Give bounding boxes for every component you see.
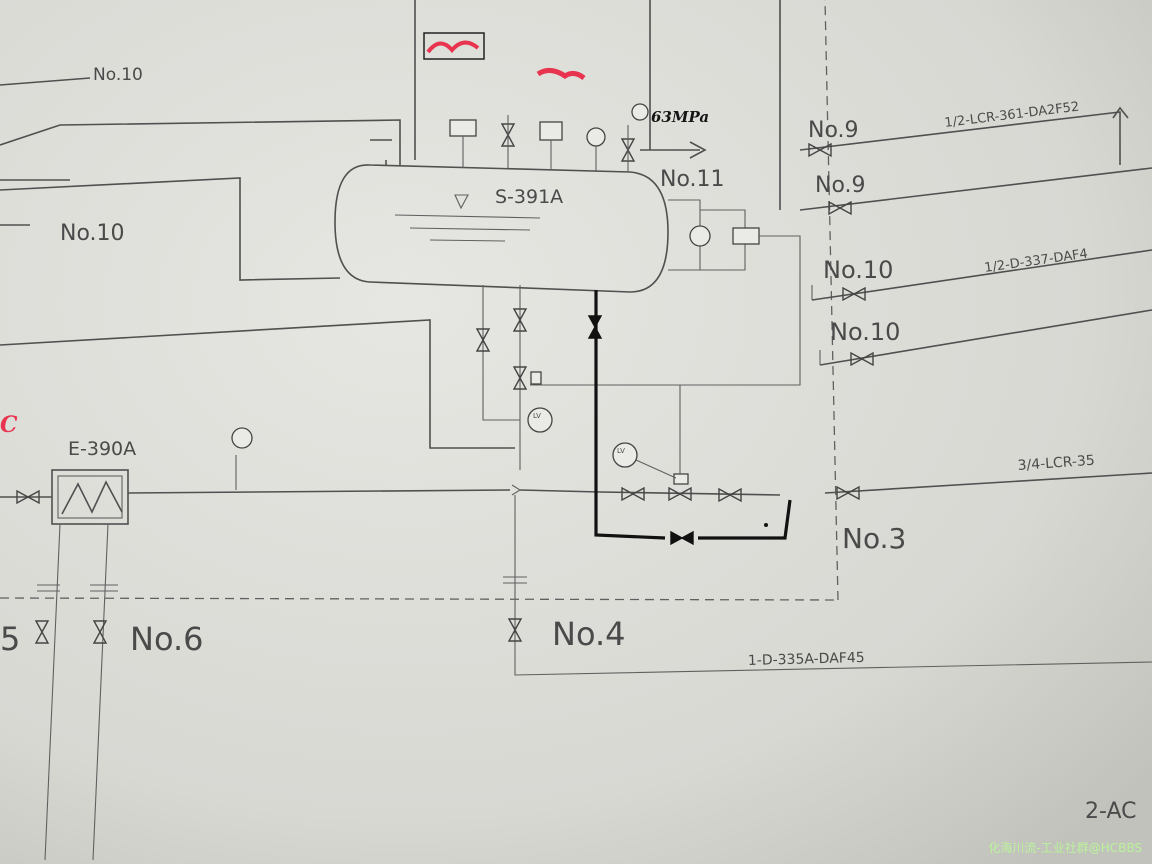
left-piping xyxy=(0,77,515,449)
connector-no3: No.3 xyxy=(842,522,906,555)
right-piping xyxy=(799,106,1152,366)
column-outline xyxy=(414,0,781,210)
printed-labels: No.10 No.10 No.11 No.9 No.9 No.10 No.10 … xyxy=(0,65,1136,824)
line-lcr-35: 3/4-LCR-35 xyxy=(1017,453,1095,474)
exchanger-label: E-390A xyxy=(68,438,136,460)
level-instrument-loop xyxy=(530,199,801,386)
control-valve-station: LV xyxy=(612,385,742,502)
red-markups: C xyxy=(0,32,586,438)
connector-no9-a: No.9 xyxy=(808,118,859,143)
watermark-text: 化海川流-工业社群@HCBBS xyxy=(988,840,1142,855)
heat-exchanger: E-390A xyxy=(35,438,136,861)
main-header-line xyxy=(0,427,1152,504)
separator-vessel: S-391A xyxy=(334,164,669,293)
dashed-boundary xyxy=(0,0,839,601)
connector-no10-b: No.10 xyxy=(830,318,900,346)
vessel-top-instruments xyxy=(385,103,649,172)
connector-no9-b: No.9 xyxy=(815,173,866,198)
connector-5: 5 xyxy=(0,620,20,658)
drain-line xyxy=(503,495,1152,676)
connector-no4: No.4 xyxy=(552,615,625,653)
vessel-bottom-piping: LV xyxy=(476,285,553,470)
lv-lower-label: LV xyxy=(617,447,625,455)
connector-no6: No.6 xyxy=(130,620,203,658)
line-d-335a: 1-D-335A-DAF45 xyxy=(748,650,865,669)
lv-upper-label: LV xyxy=(533,412,541,420)
hand-pressure-value: 63MPa xyxy=(651,108,709,126)
connector-no10-left: No.10 xyxy=(60,221,125,246)
connector-no10-top-left: No.10 xyxy=(93,65,143,85)
sheet-reference: 2-AC xyxy=(1085,799,1136,824)
separator-label: S-391A xyxy=(495,186,563,208)
connector-no10-a: No.10 xyxy=(823,256,893,284)
connector-no11: No.11 xyxy=(660,167,725,192)
red-tag-box xyxy=(423,32,485,60)
handwritten-bypass-line xyxy=(588,290,792,545)
handwritten-tags: 63MPa xyxy=(651,108,709,126)
red-tag-c: C xyxy=(0,412,18,438)
